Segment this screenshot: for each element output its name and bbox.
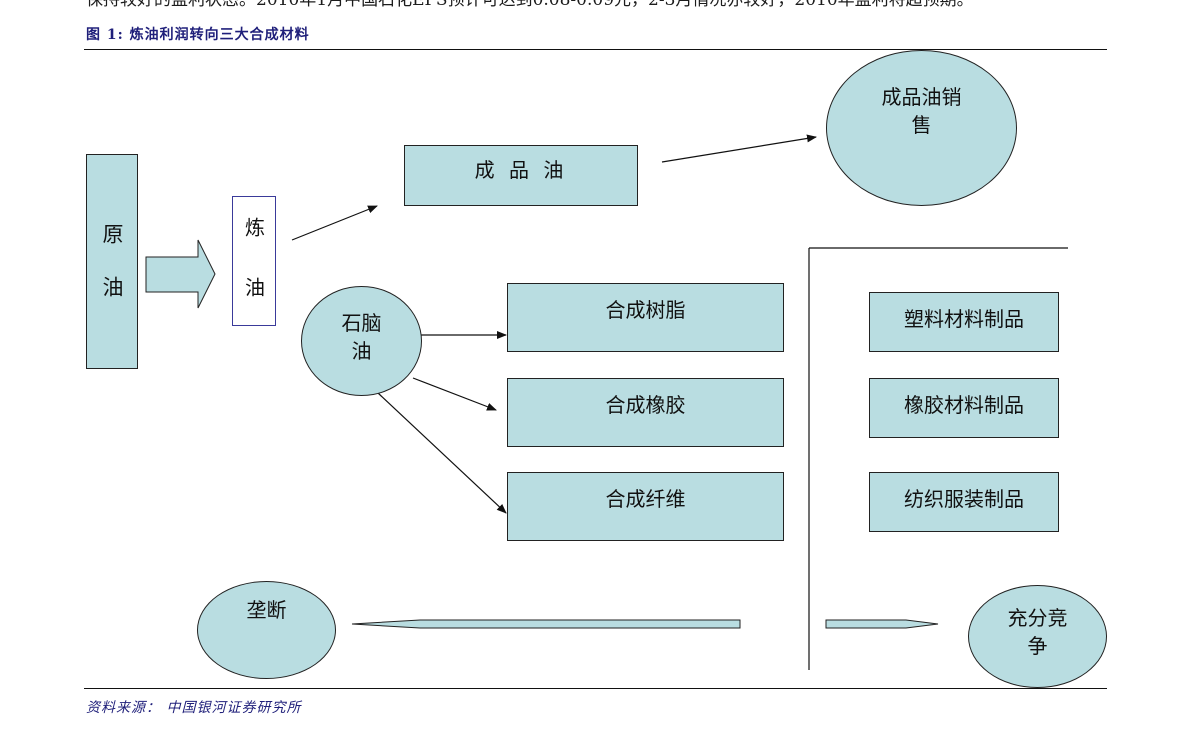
refined-oil-sales-node: 成品油销 售 — [826, 50, 1017, 206]
top-paragraph: 保持较好的盈利状态。2010年1月中国石化EPS预计可达到0.08-0.09元，… — [86, 0, 974, 10]
refined-oil-sales-line-2: 售 — [911, 113, 932, 137]
competition-node: 充分竞 争 — [968, 585, 1107, 688]
refining-node: 炼 油 — [232, 196, 276, 326]
plastic-products-node: 塑料材料制品 — [869, 292, 1059, 352]
arrow-naphtha-to-fiber — [377, 392, 507, 514]
naphtha-node: 石脑 油 — [301, 286, 422, 396]
crude-oil-label: 原 油 — [100, 222, 124, 301]
monopoly-node: 垄断 — [197, 581, 336, 679]
synthetic-fiber-label: 合成纤维 — [605, 487, 686, 511]
competition-line-2: 争 — [1027, 634, 1048, 658]
synthetic-rubber-label: 合成橡胶 — [605, 393, 686, 417]
arrow-toward-competition — [825, 619, 939, 629]
rubber-products-node: 橡胶材料制品 — [869, 378, 1059, 438]
refined-oil-sales-line-1: 成品油销 — [881, 85, 962, 109]
textile-products-node: 纺织服装制品 — [869, 472, 1059, 532]
bottom-rule — [84, 688, 1107, 689]
arrow-naphtha-to-rubber — [412, 377, 497, 411]
refining-label: 炼 油 — [241, 217, 266, 305]
block-arrow-crude-to-refining — [145, 239, 216, 309]
textile-products-label: 纺织服装制品 — [904, 487, 1024, 511]
source-note: 资料来源： 中国银河证券研究所 — [86, 700, 302, 716]
naphtha-line-1: 石脑 — [341, 311, 382, 335]
monopoly-label: 垄断 — [246, 598, 287, 622]
arrow-refining-to-refined-oil — [291, 205, 378, 241]
refined-oil-node: 成 品 油 — [404, 145, 638, 206]
top-rule — [84, 49, 1107, 50]
synthetic-fiber-node: 合成纤维 — [507, 472, 784, 541]
synthetic-rubber-node: 合成橡胶 — [507, 378, 784, 447]
arrow-refined-oil-to-sales — [661, 134, 817, 163]
arrow-toward-monopoly — [351, 619, 741, 629]
synthetic-resin-node: 合成树脂 — [507, 283, 784, 352]
figure-title: 图 1: 炼油利润转向三大合成材料 — [86, 27, 310, 43]
synthetic-resin-label: 合成树脂 — [605, 298, 686, 322]
refined-oil-label: 成 品 油 — [474, 158, 568, 182]
crude-oil-node: 原 油 — [86, 154, 138, 369]
plastic-products-label: 塑料材料制品 — [904, 307, 1024, 331]
rubber-products-label: 橡胶材料制品 — [904, 393, 1024, 417]
naphtha-line-2: 油 — [351, 339, 372, 363]
competition-line-1: 充分竞 — [1007, 606, 1068, 630]
